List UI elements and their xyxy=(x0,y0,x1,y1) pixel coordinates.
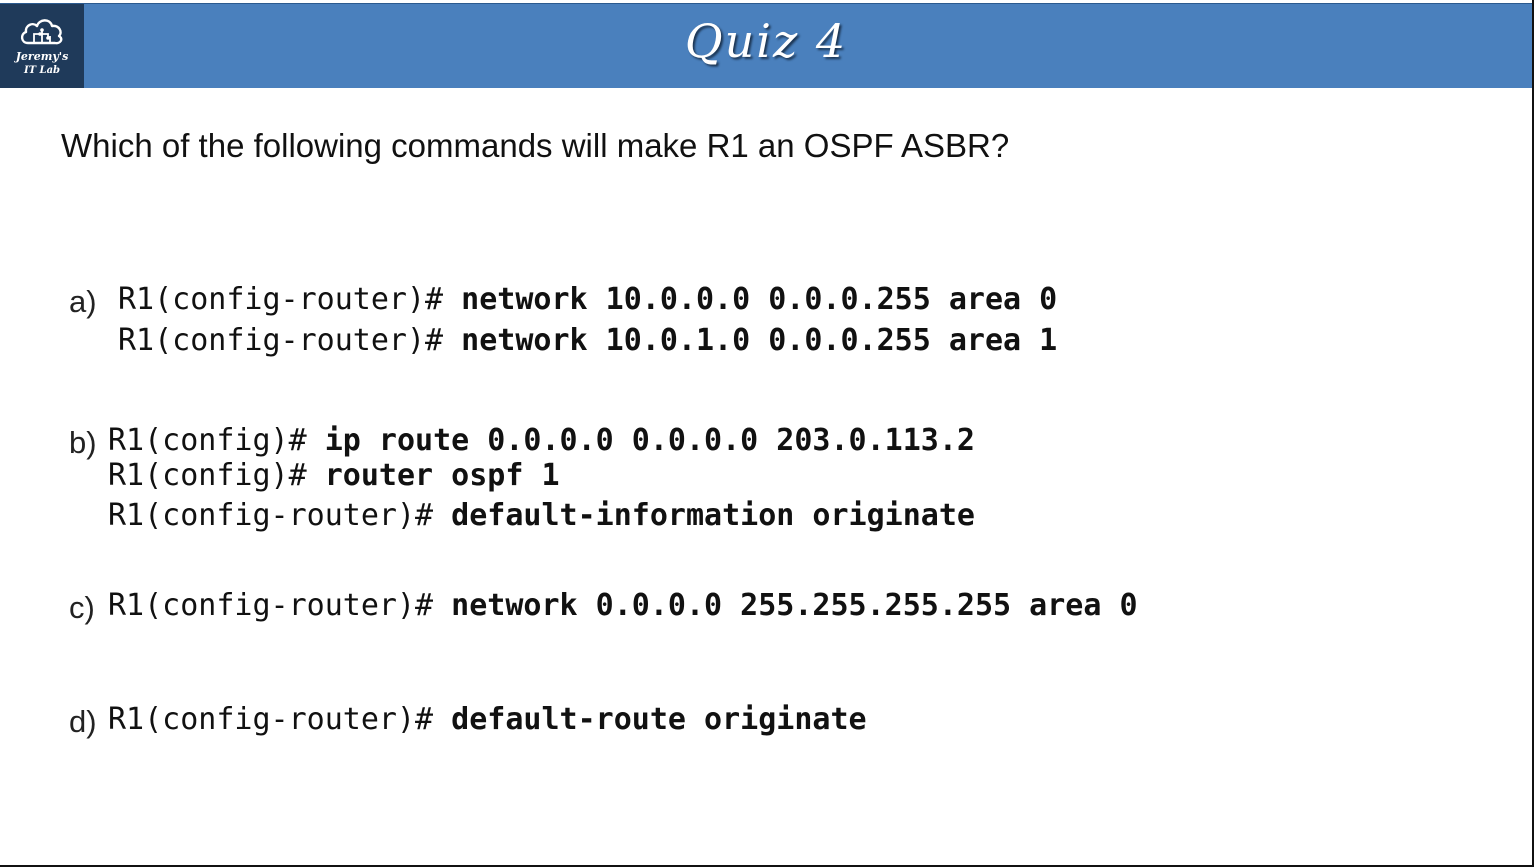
command-text: network 0.0.0.0 255.255.255.255 area 0 xyxy=(451,588,1138,623)
command-prompt: R1(config-router)# xyxy=(118,323,444,358)
command-prompt: R1(config-router)# xyxy=(108,702,434,737)
command-prompt: R1(config-router)# xyxy=(108,588,434,623)
header-bar: Jeremy's IT Lab Quiz 4 xyxy=(0,3,1532,88)
command-text: network 10.0.1.0 0.0.0.255 area 1 xyxy=(461,323,1058,358)
cloud-icon xyxy=(20,19,63,45)
logo-text-line1: Jeremy's xyxy=(15,50,69,63)
command-prompt: R1(config-router)# xyxy=(108,498,434,533)
command-line: R1(config-router)# network 10.0.1.0 0.0.… xyxy=(118,323,1057,358)
command-line: R1(config-router)# default-information o… xyxy=(108,498,975,533)
command-line: R1(config)# ip route 0.0.0.0 0.0.0.0 203… xyxy=(108,423,975,458)
command-text: ip route 0.0.0.0 0.0.0.0 203.0.113.2 xyxy=(324,423,975,458)
logo-text-line2: IT Lab xyxy=(23,65,61,76)
command-line: R1(config)# router ospf 1 xyxy=(108,458,560,493)
command-text: router ospf 1 xyxy=(324,458,560,493)
command-prompt: R1(config)# xyxy=(108,458,307,493)
logo: Jeremy's IT Lab xyxy=(0,4,84,88)
command-text: network 10.0.0.0 0.0.0.255 area 0 xyxy=(461,282,1058,317)
command-prompt: R1(config-router)# xyxy=(118,282,444,317)
option-letter: b) xyxy=(69,425,97,460)
question-text: Which of the following commands will mak… xyxy=(61,127,1010,164)
command-line: R1(config-router)# network 0.0.0.0 255.2… xyxy=(108,588,1138,623)
command-text: default-information originate xyxy=(451,498,975,533)
command-line: R1(config-router)# network 10.0.0.0 0.0.… xyxy=(118,282,1057,317)
command-line: R1(config-router)# default-route origina… xyxy=(108,702,867,737)
slide-title: Quiz 4 xyxy=(684,14,848,68)
command-text: default-route originate xyxy=(451,702,867,737)
option-letter: a) xyxy=(69,284,97,319)
command-prompt: R1(config)# xyxy=(108,423,307,458)
option-letter: d) xyxy=(69,704,97,739)
option-letter: c) xyxy=(69,590,95,625)
